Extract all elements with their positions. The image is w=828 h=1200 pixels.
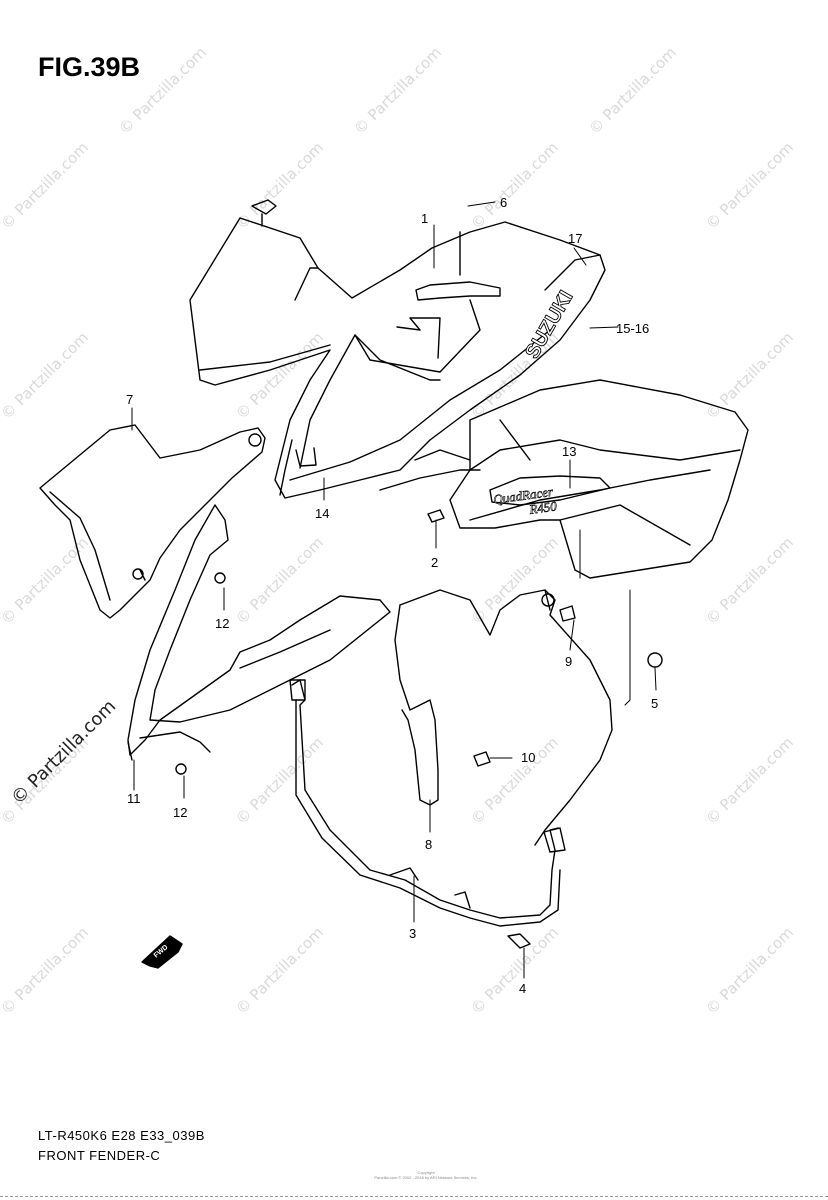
bolt-part-4 <box>507 933 531 949</box>
left-bracket-part-7 <box>39 424 266 619</box>
diagram-title: FRONT FENDER-C <box>38 1148 161 1163</box>
left-lower-trim-part-11 <box>127 504 391 761</box>
diagram-code: LT-R450K6 E28 E33_039B <box>38 1128 205 1143</box>
leader-lines <box>131 201 657 979</box>
callout-12-lower: 12 <box>173 805 188 820</box>
callout-2: 2 <box>431 555 439 570</box>
copyright-heading: Copyright <box>417 1170 435 1175</box>
fasteners <box>175 199 663 949</box>
screw-part-5 <box>647 652 663 668</box>
callout-13: 13 <box>562 444 577 459</box>
callout-15-16: 15-16 <box>616 321 650 336</box>
front-fender-main-part-1 <box>189 217 606 499</box>
copyright-notice: Copyright Partzilla.com © 2002 - 2016 by… <box>356 1170 496 1180</box>
clip-part-6 <box>251 199 277 227</box>
screw-part-12b <box>175 763 187 775</box>
callout-3: 3 <box>409 926 417 941</box>
front-fender-right-part <box>379 379 749 579</box>
copyright-text: Partzilla.com © 2002 - 2016 by ARI Netwo… <box>374 1175 478 1180</box>
callout-9: 9 <box>565 654 573 669</box>
screw-part-10 <box>473 751 491 767</box>
lower-support-bar-part-3 <box>289 679 566 927</box>
callout-8: 8 <box>425 837 433 852</box>
callout-5: 5 <box>651 696 659 711</box>
screw-part-9 <box>559 605 576 622</box>
callout-11: 11 <box>127 791 141 806</box>
callout-1: 1 <box>421 211 429 226</box>
forward-arrow-icon <box>141 935 183 969</box>
quadracer-decal-line2: R450 <box>527 498 558 517</box>
inner-mud-guard-part-8 <box>394 589 613 846</box>
callout-10: 10 <box>521 750 536 765</box>
page-title: FIG.39B <box>38 52 141 82</box>
callout-14: 14 <box>315 506 330 521</box>
callout-12-upper: 12 <box>215 616 230 631</box>
callout-17: 17 <box>568 231 583 246</box>
callout-6: 6 <box>500 195 508 210</box>
screw-part-2 <box>427 509 445 523</box>
screw-part-12a <box>214 572 226 584</box>
bottom-rule <box>0 1196 828 1197</box>
callout-7: 7 <box>126 392 134 407</box>
callout-4: 4 <box>519 981 527 996</box>
suzuki-decal: SUZUKI <box>521 287 577 362</box>
